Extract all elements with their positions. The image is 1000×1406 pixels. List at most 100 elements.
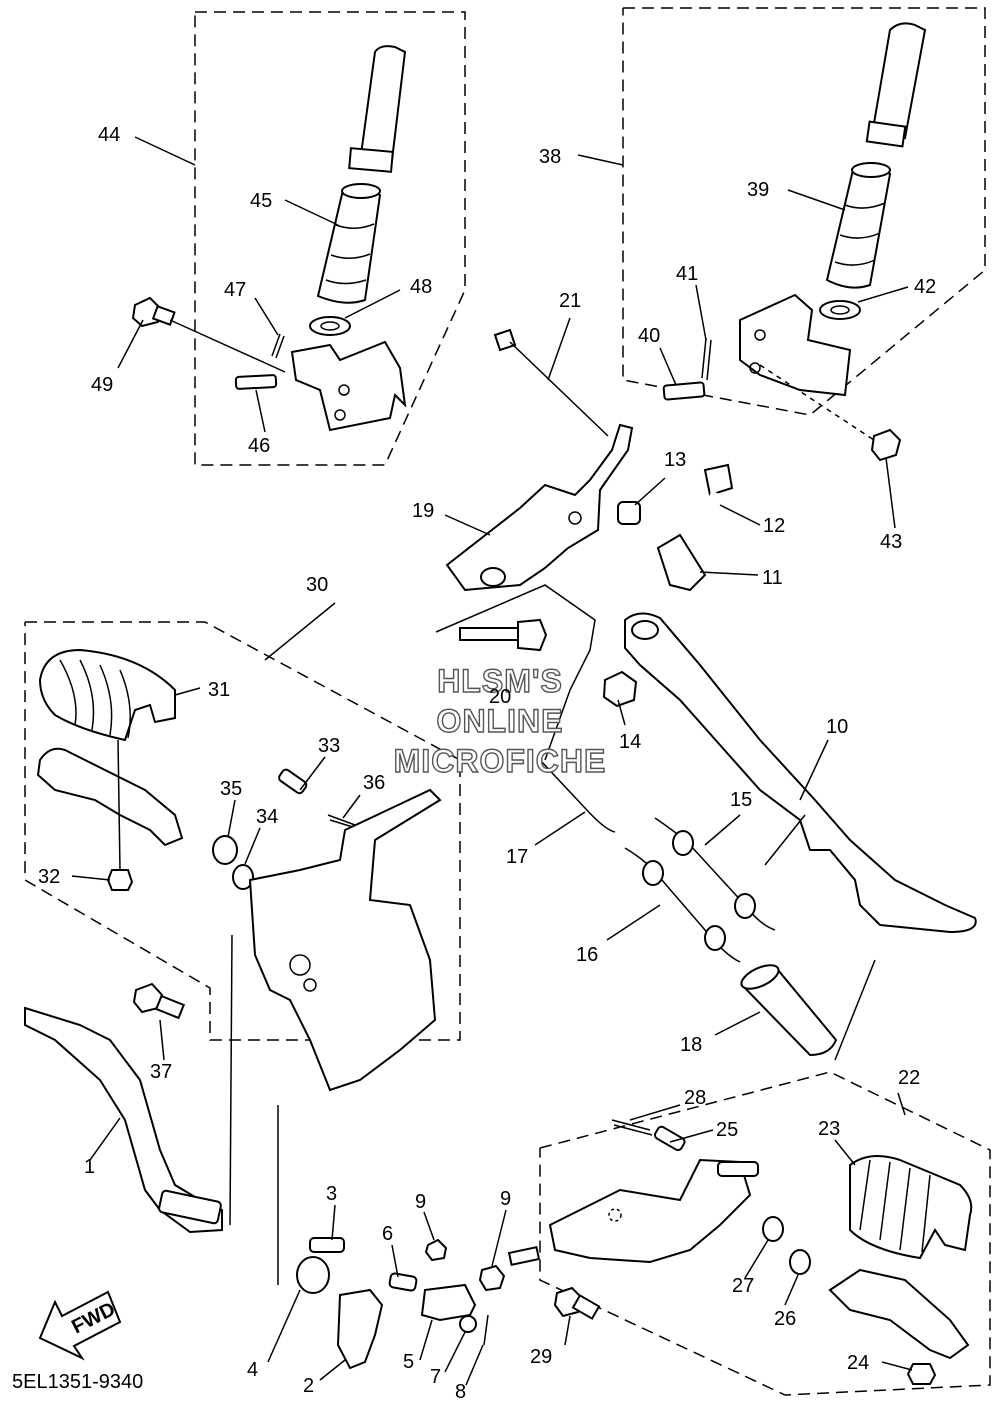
part-46-pin <box>234 374 278 390</box>
group-44-parts <box>131 45 407 432</box>
part-12-bolt-head <box>703 463 734 497</box>
watermark-line-2: ONLINE <box>437 703 564 739</box>
callout-38: 38 <box>539 146 561 168</box>
callout-29: 29 <box>530 1346 552 1368</box>
callout-42: 42 <box>914 276 936 298</box>
callout-40: 40 <box>638 325 660 347</box>
callout-20: 20 <box>489 686 511 708</box>
part-22-bracket-hole <box>608 1208 622 1222</box>
part-7-washer <box>459 1315 477 1333</box>
callout-13: 13 <box>664 449 686 471</box>
callout-27: 27 <box>732 1275 754 1297</box>
part-27-washer <box>762 1216 784 1242</box>
part-45-ribs <box>325 223 375 285</box>
part-16-spring-coil <box>642 860 664 886</box>
group-30-parts <box>36 648 442 1092</box>
part-6-bolt <box>388 1272 418 1292</box>
callout-47: 47 <box>224 279 246 301</box>
part-10-pivot <box>631 620 659 640</box>
part-44-bracket-hole-2 <box>334 409 346 421</box>
leader-46 <box>255 389 266 433</box>
part-45-footpeg-rubber <box>316 186 382 304</box>
leader-25 <box>669 1129 714 1143</box>
leader-32 <box>71 875 111 881</box>
callout-43: 43 <box>880 531 902 553</box>
leader-33 <box>299 756 326 791</box>
part-3-bolt <box>309 1237 345 1253</box>
part-10-sidestand <box>624 612 977 934</box>
part-12-bolt-shank-fill <box>686 490 719 547</box>
callout-48: 48 <box>410 276 432 298</box>
callout-23: 23 <box>818 1118 840 1140</box>
leader-30 <box>264 602 336 661</box>
fwd-arrow-icon <box>38 1290 122 1361</box>
watermark: HLSM'S ONLINE MICROFICHE <box>393 662 606 779</box>
part-34-spring <box>232 864 254 890</box>
part-31-footpeg-rubber <box>38 648 176 742</box>
callout-6: 6 <box>382 1223 393 1245</box>
leader-37 <box>159 1019 165 1061</box>
part-44-insert <box>358 45 407 164</box>
callout-32: 32 <box>38 866 60 888</box>
callout-11: 11 <box>762 567 783 589</box>
callout-9b: 9 <box>500 1188 511 1210</box>
fwd-arrow: FWD <box>38 1290 122 1361</box>
part-11-switch <box>656 533 707 592</box>
leader-26 <box>784 1274 799 1306</box>
part-21-cable-tie-head <box>493 328 517 352</box>
leader-31 <box>174 687 201 696</box>
part-19-pivot <box>480 567 506 587</box>
part-16-spring <box>624 847 741 963</box>
part-41-cotter-pin <box>701 337 712 381</box>
part-25-pin <box>653 1125 686 1152</box>
leader-36 <box>342 794 361 819</box>
leader-45 <box>284 199 339 226</box>
part-39-ribs <box>834 202 886 266</box>
callout-44: 44 <box>98 124 120 146</box>
part-17-wire <box>539 759 616 833</box>
callout-5: 5 <box>403 1351 414 1373</box>
sidestand-parts <box>435 328 977 1061</box>
group-38-boundary <box>622 7 986 416</box>
leader-8 <box>465 1344 484 1386</box>
leader-40 <box>659 347 677 386</box>
leader-12 <box>719 504 761 526</box>
leader-6 <box>391 1244 399 1278</box>
part-15-spring-coil-2 <box>734 893 756 919</box>
leader-15 <box>704 814 741 846</box>
part-19-hole <box>568 511 582 525</box>
leader-41 <box>695 284 707 341</box>
part-42-washer-hole <box>830 305 850 315</box>
callout-4: 4 <box>247 1359 258 1381</box>
part-43-axis <box>759 364 875 441</box>
callout-leaders <box>71 136 913 1386</box>
leader-17 <box>534 811 586 846</box>
part-30-bracket-hole-2 <box>303 978 317 992</box>
callout-45: 45 <box>250 190 272 212</box>
callout-36: 36 <box>363 772 385 794</box>
callout-41: 41 <box>676 263 698 285</box>
callout-15: 15 <box>730 789 752 811</box>
callout-49: 49 <box>91 374 113 396</box>
leader-3 <box>331 1204 336 1241</box>
leader-42 <box>857 286 909 303</box>
part-8-cotter-pin <box>483 1314 489 1346</box>
leader-1 <box>89 1117 121 1161</box>
leader-48 <box>344 289 401 319</box>
callout-28: 28 <box>684 1087 706 1109</box>
diagram-code: 5EL1351-9340 <box>12 1371 143 1393</box>
leader-9b <box>491 1209 507 1267</box>
part-14-nut <box>602 670 638 708</box>
leader-43 <box>885 457 896 529</box>
callout-18: 18 <box>680 1034 702 1056</box>
part-48-washer-hole <box>320 321 340 331</box>
callout-19: 19 <box>412 500 434 522</box>
part-15-spring-coil <box>672 830 694 856</box>
part-43-bolt-head <box>870 428 902 462</box>
part-29-bolt-shank <box>571 1294 601 1320</box>
callout-14: 14 <box>619 731 641 753</box>
leader-11 <box>699 571 759 576</box>
leader-19 <box>444 514 491 536</box>
leader-24 <box>881 1361 913 1371</box>
